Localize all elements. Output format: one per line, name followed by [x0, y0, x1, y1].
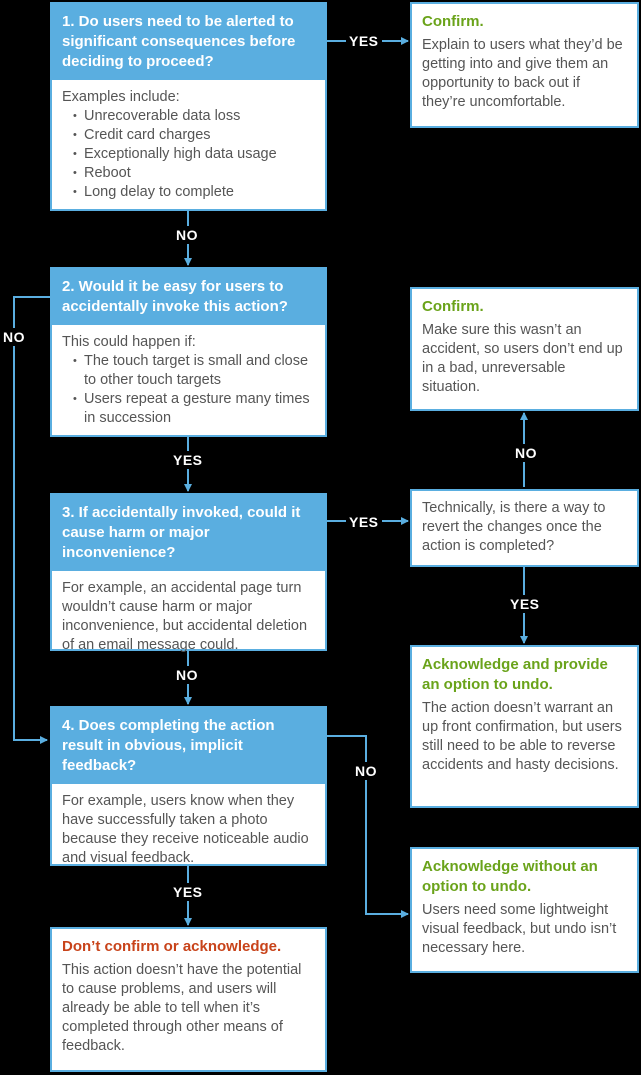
question-2-intro: This could happen if:: [62, 334, 196, 350]
question-4-body: For example, users know when they have s…: [62, 793, 309, 866]
outcome-no-undo-box: Acknowledge without an option to undo. U…: [410, 847, 639, 973]
question-1-intro: Examples include:: [62, 89, 180, 105]
list-item: Users repeat a gesture many times in suc…: [73, 390, 315, 428]
question-4-box: 4. Does completing the action result in …: [50, 706, 327, 866]
arrow-q2-to-q4: [13, 296, 50, 744]
question-2-box: 2. Would it be easy for users to acciden…: [50, 267, 327, 437]
arrow-q4-to-o4: [326, 735, 409, 918]
outcome-no-undo-body: Users need some lightweight visual feedb…: [422, 902, 617, 956]
no-label-q1: NO: [173, 226, 201, 244]
list-item: Long delay to complete: [73, 183, 315, 202]
outcome-confirm-accident-box: Confirm. Make sure this wasn’t an accide…: [410, 287, 639, 411]
list-item: The touch target is small and close to o…: [73, 352, 315, 390]
outcome-undo-body: The action doesn’t warrant an up front c…: [422, 700, 622, 773]
outcome-undo-box: Acknowledge and provide an option to und…: [410, 645, 639, 808]
outcome-dont-confirm-box: Don’t confirm or acknowledge. This actio…: [50, 927, 327, 1072]
outcome-confirm-body: Explain to users what they’d be getting …: [422, 37, 623, 110]
no-label-revert: NO: [512, 444, 540, 462]
outcome-dont-confirm-body: This action doesn’t have the potential t…: [62, 962, 302, 1054]
list-item: Credit card charges: [73, 126, 315, 145]
revert-question-body: Technically, is there a way to revert th…: [422, 500, 606, 554]
question-2-body: This could happen if: The touch target i…: [52, 325, 325, 436]
list-item: Reboot: [73, 164, 315, 183]
question-2-title: 2. Would it be easy for users to acciden…: [52, 269, 325, 325]
question-1-box: 1. Do users need to be alerted to signif…: [50, 2, 327, 211]
question-1-list: Unrecoverable data loss Credit card char…: [62, 107, 315, 202]
yes-label-q1: YES: [346, 32, 382, 50]
outcome-confirm-box: Confirm. Explain to users what they’d be…: [410, 2, 639, 128]
no-label-q3: NO: [173, 666, 201, 684]
no-label-q4: NO: [352, 762, 380, 780]
outcome-confirm-accident-title: Confirm.: [422, 298, 484, 315]
outcome-dont-confirm-title: Don’t confirm or acknowledge.: [62, 938, 282, 955]
question-2-list: The touch target is small and close to o…: [62, 352, 315, 428]
revert-question-box: Technically, is there a way to revert th…: [410, 489, 639, 567]
yes-label-q3: YES: [346, 513, 382, 531]
outcome-no-undo-title: Acknowledge without an option to undo.: [422, 858, 598, 895]
question-3-body: For example, an accidental page turn wou…: [62, 580, 308, 653]
list-item: Exceptionally high data usage: [73, 145, 315, 164]
outcome-confirm-accident-body: Make sure this wasn’t an accident, so us…: [422, 322, 623, 395]
question-4-title: 4. Does completing the action result in …: [52, 708, 325, 784]
yes-label-q2: YES: [170, 451, 206, 469]
yes-label-q4: YES: [170, 883, 206, 901]
question-3-box: 3. If accidentally invoked, could it cau…: [50, 493, 327, 653]
outcome-undo-title: Acknowledge and provide an option to und…: [422, 656, 608, 693]
question-3-title: 3. If accidentally invoked, could it cau…: [52, 495, 325, 571]
no-label-q2: NO: [0, 328, 28, 346]
question-1-body: Examples include: Unrecoverable data los…: [52, 80, 325, 210]
outcome-confirm-title: Confirm.: [422, 13, 484, 30]
list-item: Unrecoverable data loss: [73, 107, 315, 126]
question-1-title: 1. Do users need to be alerted to signif…: [52, 4, 325, 80]
yes-label-revert: YES: [507, 595, 543, 613]
